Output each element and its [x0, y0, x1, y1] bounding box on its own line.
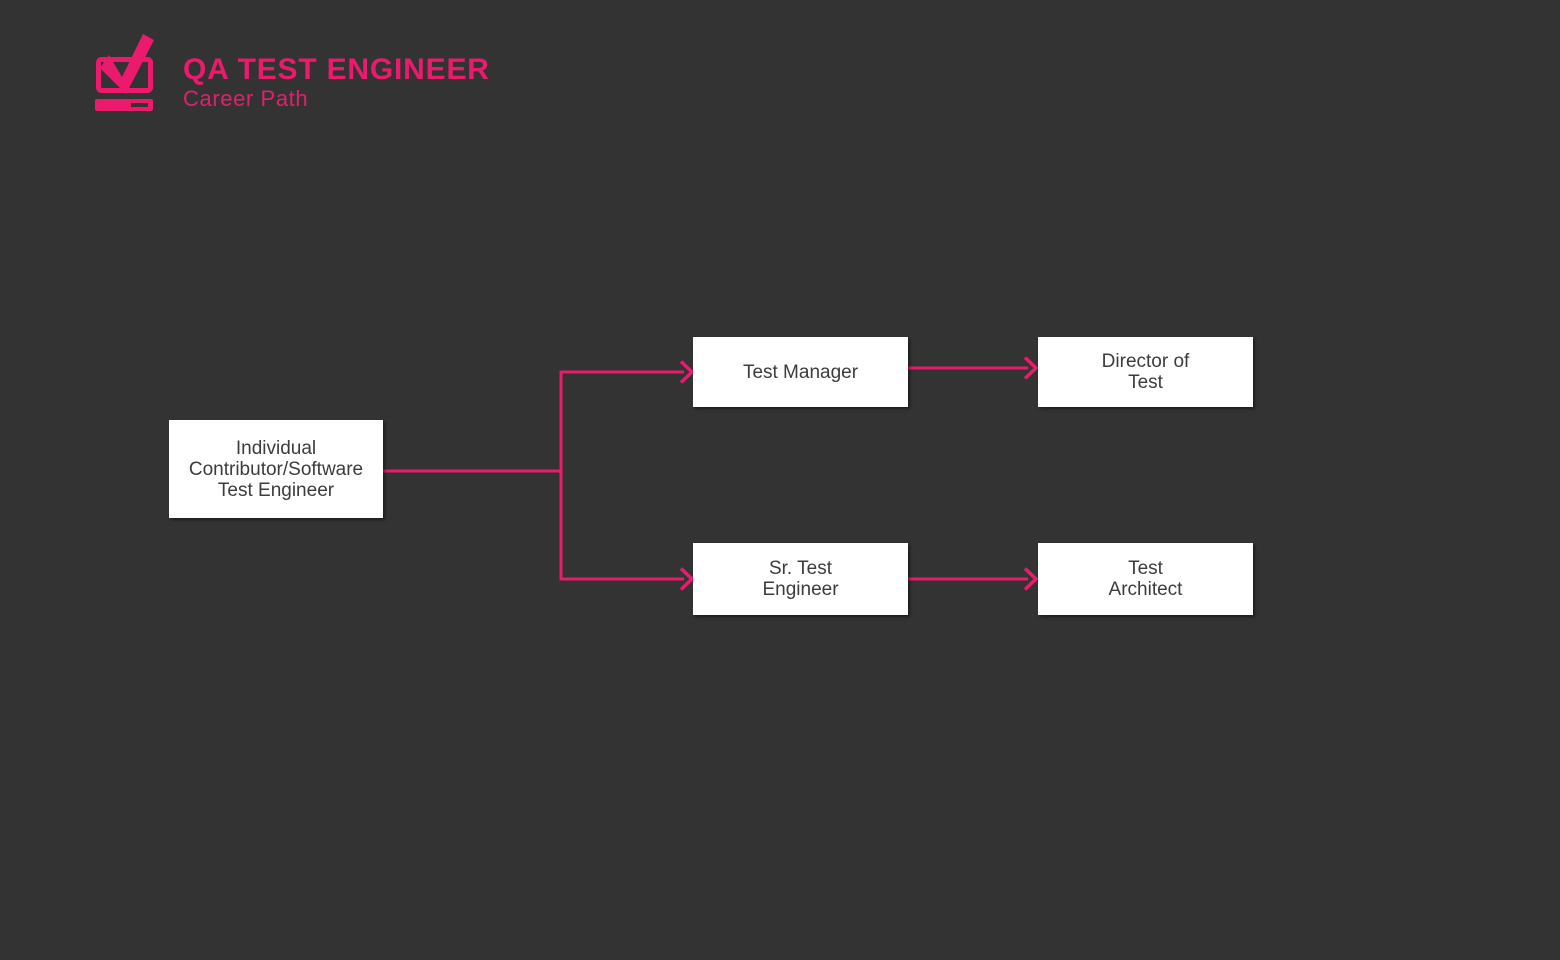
node-individual-contributor: Individual Contributor/Software Test Eng… — [169, 420, 383, 518]
node-label: Sr. Test Engineer — [762, 558, 839, 600]
node-sr-test-engineer: Sr. Test Engineer — [693, 543, 908, 615]
arrowhead-director-of-test — [1023, 356, 1039, 380]
node-director-of-test: Director of Test — [1038, 337, 1253, 407]
arrowhead-test-architect — [1023, 567, 1039, 591]
page-subtitle: Career Path — [183, 86, 309, 111]
node-test-architect: Test Architect — [1038, 543, 1253, 615]
arrowhead-sr-test-engineer — [679, 567, 695, 591]
header: QA TEST ENGINEER Career Path — [183, 54, 490, 111]
page-title: QA TEST ENGINEER — [183, 53, 490, 86]
monitor-checkmark-icon — [95, 34, 154, 111]
node-label: Test Manager — [742, 361, 859, 383]
node-label: Test Architect — [1108, 558, 1183, 600]
node-label: Director of Test — [1101, 351, 1190, 393]
node-test-manager: Test Manager — [693, 337, 908, 407]
arrowhead-test-manager — [679, 360, 695, 384]
node-label: Individual Contributor/Software Test Eng… — [188, 437, 364, 501]
